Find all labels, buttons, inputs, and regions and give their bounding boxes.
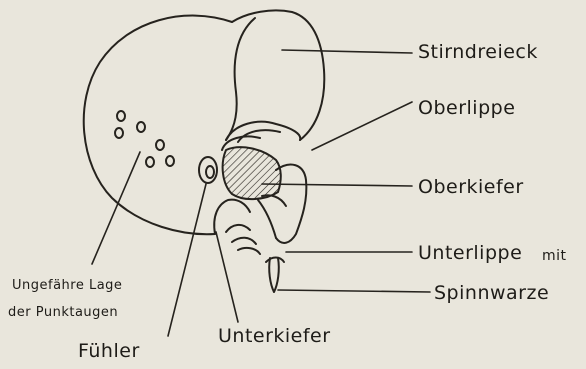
stirndreieck-edge	[226, 18, 255, 140]
label-oberlippe: Oberlippe	[418, 97, 515, 119]
label-spinnwarze: Spinnwarze	[434, 282, 549, 304]
ocellus	[166, 156, 174, 166]
head-capsule-outline	[84, 16, 232, 235]
unterkiefer-palp-3	[238, 248, 260, 254]
label-oberkiefer: Oberkiefer	[418, 176, 524, 198]
ocellus	[146, 157, 154, 167]
leader-fuehler	[168, 184, 206, 336]
leader-oberkiefer	[262, 184, 412, 186]
ocellus	[156, 140, 164, 150]
oberkiefer-mandible	[223, 147, 281, 199]
leader-oberlippe	[312, 102, 412, 150]
label-punktaugen-line1: Ungefähre Lage	[12, 278, 122, 293]
unterkiefer-outline	[214, 200, 250, 234]
clypeus-edge	[300, 70, 324, 140]
leader-spinnwarze	[278, 290, 430, 292]
label-stirndreieck: Stirndreieck	[418, 41, 538, 63]
fuehler-socket-inner	[206, 166, 214, 178]
unterkiefer-palp-1	[226, 225, 250, 232]
label-punktaugen-line2: der Punktaugen	[8, 305, 118, 320]
label-unterlippe: Unterlippe	[418, 242, 522, 264]
unterlippe-palp	[258, 200, 276, 238]
label-unterlippe-suffix: mit	[542, 248, 567, 264]
leader-punktaugen	[92, 152, 140, 264]
ocellus	[115, 128, 123, 138]
label-fuehler: Fühler	[78, 340, 140, 362]
head-top-ridge	[232, 10, 324, 70]
label-unterkiefer: Unterkiefer	[218, 325, 331, 347]
leader-unterkiefer	[216, 232, 238, 322]
leader-stirndreieck	[282, 50, 412, 53]
unterkiefer-palp-2	[232, 238, 256, 244]
ocellus	[117, 111, 125, 121]
ocellus	[137, 122, 145, 132]
spinnwarze	[269, 258, 279, 292]
